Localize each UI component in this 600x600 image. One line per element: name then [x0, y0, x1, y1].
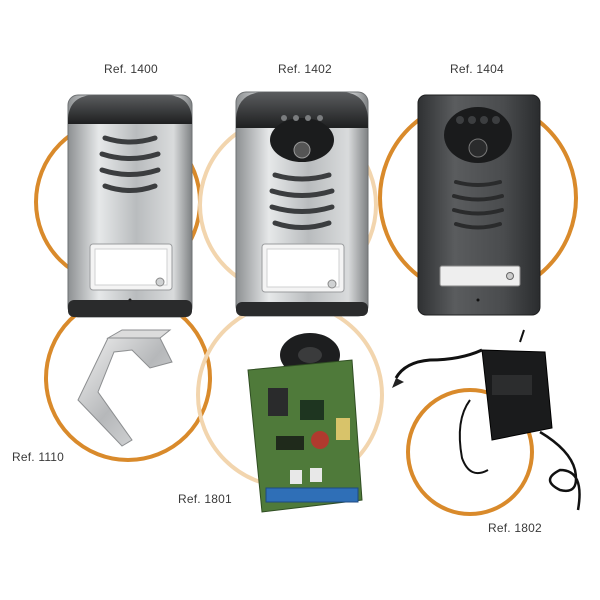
speaker-grille — [269, 172, 335, 230]
label-ref-1802: Ref. 1802 — [488, 521, 542, 535]
camera-lens-icon — [293, 141, 311, 159]
power-supply-1802 — [392, 329, 581, 511]
label-ref-1400: Ref. 1400 — [104, 62, 158, 76]
speaker-grille — [99, 135, 161, 193]
mounting-bracket-1110 — [77, 329, 173, 447]
door-panel-1402 — [235, 91, 369, 317]
speaker-grille — [452, 180, 504, 230]
label-ref-1402: Ref. 1402 — [278, 62, 332, 76]
label-ref-1404: Ref. 1404 — [450, 62, 504, 76]
door-panel-1400 — [67, 94, 193, 318]
door-panel-1404 — [417, 94, 541, 316]
camera-lens-icon — [468, 138, 488, 158]
label-ref-1801: Ref. 1801 — [178, 492, 232, 506]
ring-1802 — [406, 388, 534, 516]
circuit-board-1801 — [247, 333, 363, 513]
label-ref-1110: Ref. 1110 — [12, 450, 65, 464]
